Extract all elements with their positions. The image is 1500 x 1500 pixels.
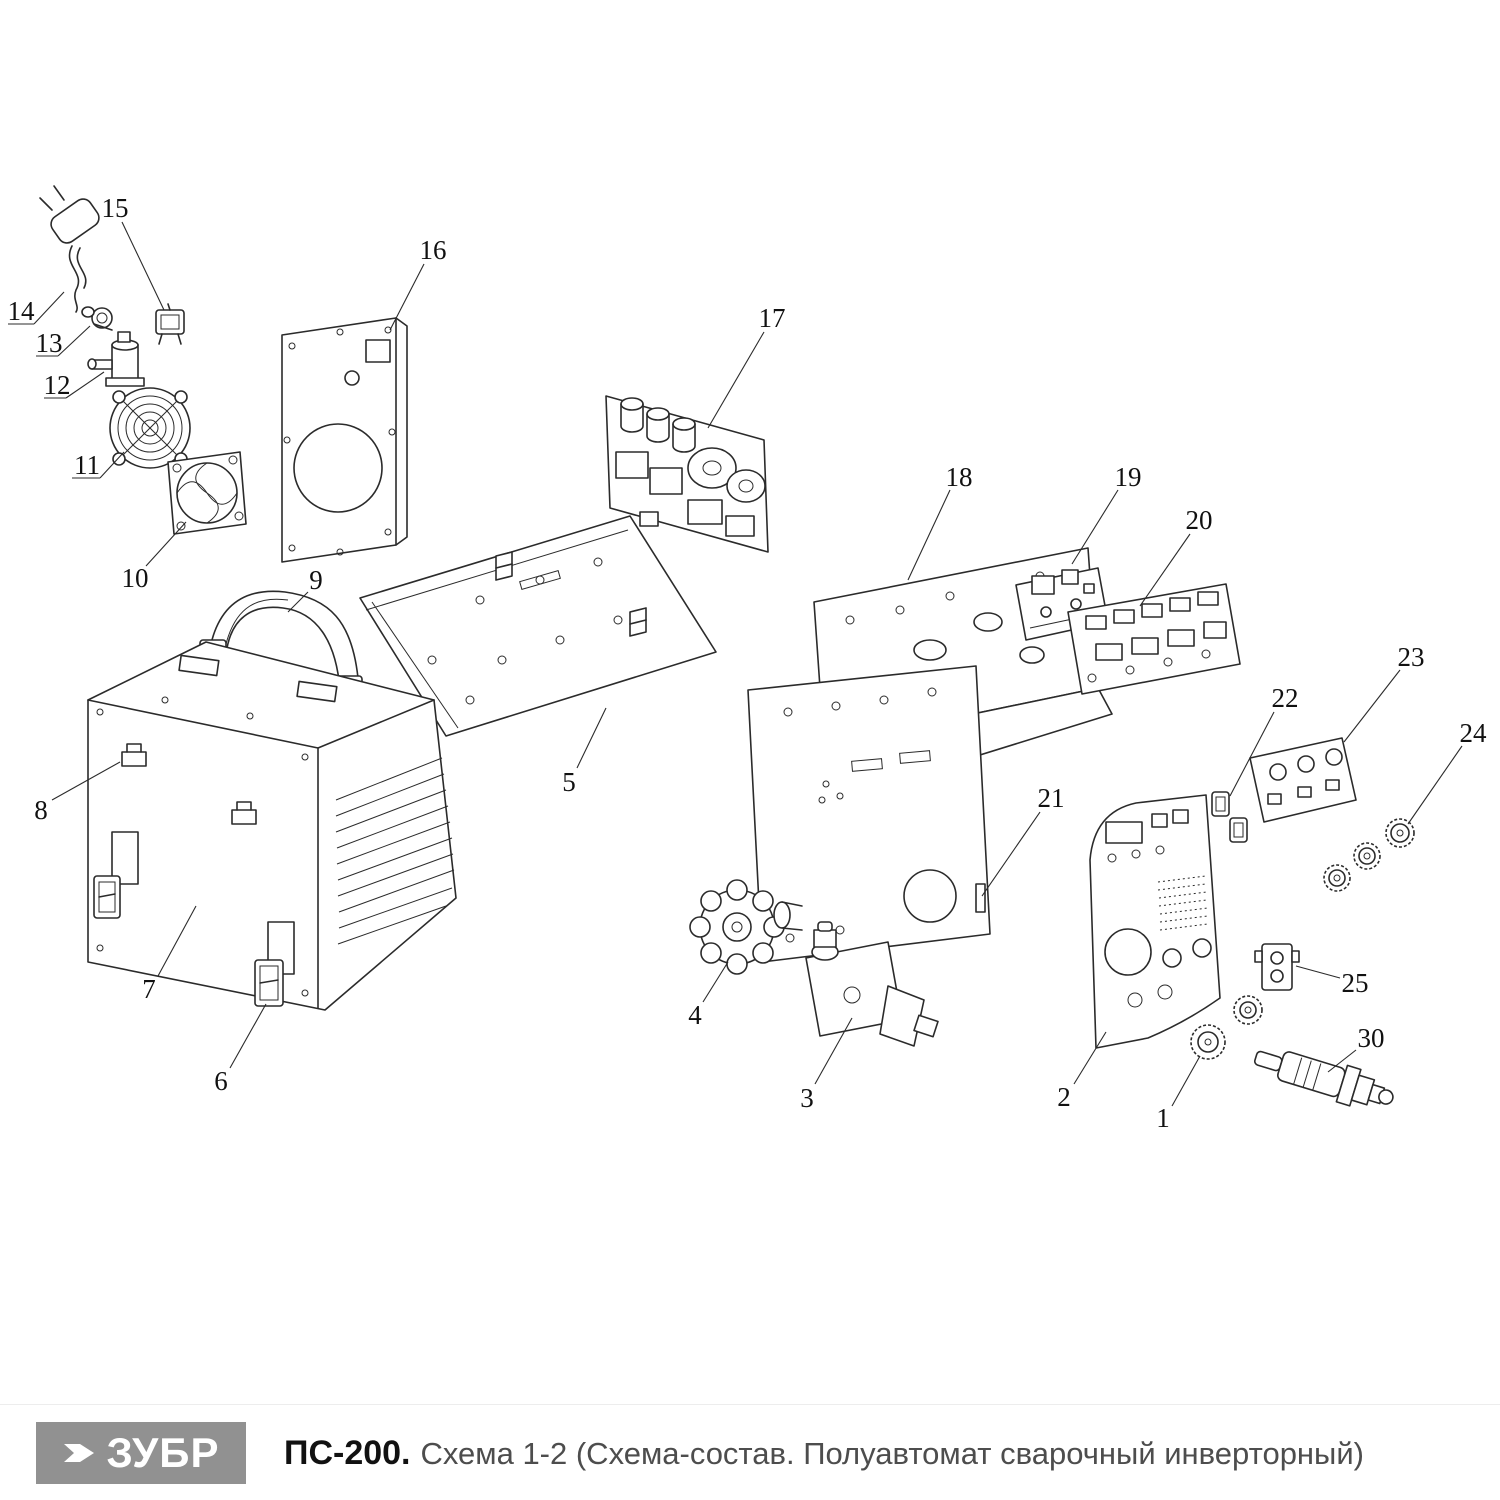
part-5-base-plate	[359, 515, 717, 737]
zubr-logo: ЗУБР	[36, 1422, 246, 1484]
part-label-8: 8	[34, 795, 48, 825]
part-10-fan	[167, 451, 247, 535]
part-label-4: 4	[688, 1000, 702, 1030]
zubr-arrow-icon	[64, 1444, 95, 1462]
part-4-feed-knob	[689, 879, 803, 975]
part-label-16: 16	[420, 235, 447, 265]
diagram-title: ПС-200.Схема 1-2 (Схема-состав. Полуавто…	[284, 1434, 1364, 1473]
part-label-24: 24	[1460, 718, 1488, 748]
zubr-logo-text: ЗУБР	[106, 1429, 220, 1476]
part-30-torch-connector	[1253, 1050, 1394, 1107]
part-labels: 1 2 3 4 5 6 7 8 9 10 11 12 13 14 15 16 1…	[8, 193, 1488, 1133]
part-label-3: 3	[800, 1083, 814, 1113]
part-label-21: 21	[1038, 783, 1065, 813]
part-label-6: 6	[214, 1066, 228, 1096]
part-label-22: 22	[1272, 683, 1299, 713]
part-24-connectors	[1323, 818, 1415, 892]
part-label-30: 30	[1358, 1023, 1385, 1053]
exploded-view-drawing: 1 2 3 4 5 6 7 8 9 10 11 12 13 14 15 16 1…	[8, 185, 1488, 1133]
part-1-knob	[1190, 995, 1263, 1060]
part-7-housing-cover	[87, 641, 457, 1011]
part-14-power-cord	[39, 185, 100, 313]
part-23-front-pcb	[1249, 737, 1357, 823]
part-label-10: 10	[122, 563, 149, 593]
part-label-19: 19	[1115, 462, 1142, 492]
part-8-latch-clip	[121, 743, 257, 825]
part-2-front-panel	[1089, 794, 1221, 1049]
part-label-1: 1	[1156, 1103, 1170, 1133]
model-number: ПС-200.	[284, 1433, 411, 1472]
part-12-gas-valve	[87, 331, 145, 387]
part-21-partition-panel	[747, 665, 991, 963]
part-label-13: 13	[36, 328, 63, 358]
part-label-9: 9	[309, 565, 323, 595]
part-22-buttons	[1211, 791, 1248, 843]
part-label-23: 23	[1398, 642, 1425, 672]
part-3-wire-feed-motor	[805, 921, 939, 1047]
title-block: ЗУБР ПС-200.Схема 1-2 (Схема-состав. Пол…	[0, 1404, 1500, 1500]
leader-lines	[8, 221, 1463, 1107]
part-6-power-switch	[93, 875, 284, 1007]
part-15-thermal-switch	[155, 303, 185, 345]
part-25-switch-block	[1254, 943, 1300, 991]
part-label-18: 18	[946, 462, 973, 492]
part-16-rear-panel	[281, 317, 408, 563]
part-label-20: 20	[1186, 505, 1213, 535]
part-label-12: 12	[44, 370, 71, 400]
part-label-14: 14	[8, 296, 36, 326]
part-label-17: 17	[759, 303, 786, 333]
part-label-25: 25	[1342, 968, 1369, 998]
part-17-power-board	[605, 395, 769, 553]
part-label-5: 5	[562, 767, 576, 797]
part-13-cable-gland	[81, 306, 113, 331]
part-20-main-pcb	[1067, 583, 1241, 695]
diagram-subtitle: Схема 1-2 (Схема-состав. Полуавтомат сва…	[420, 1435, 1364, 1471]
part-11-fan-guard	[109, 387, 191, 469]
part-label-2: 2	[1057, 1082, 1071, 1112]
part-label-15: 15	[102, 193, 129, 223]
part-label-11: 11	[74, 450, 100, 480]
part-label-7: 7	[142, 974, 156, 1004]
